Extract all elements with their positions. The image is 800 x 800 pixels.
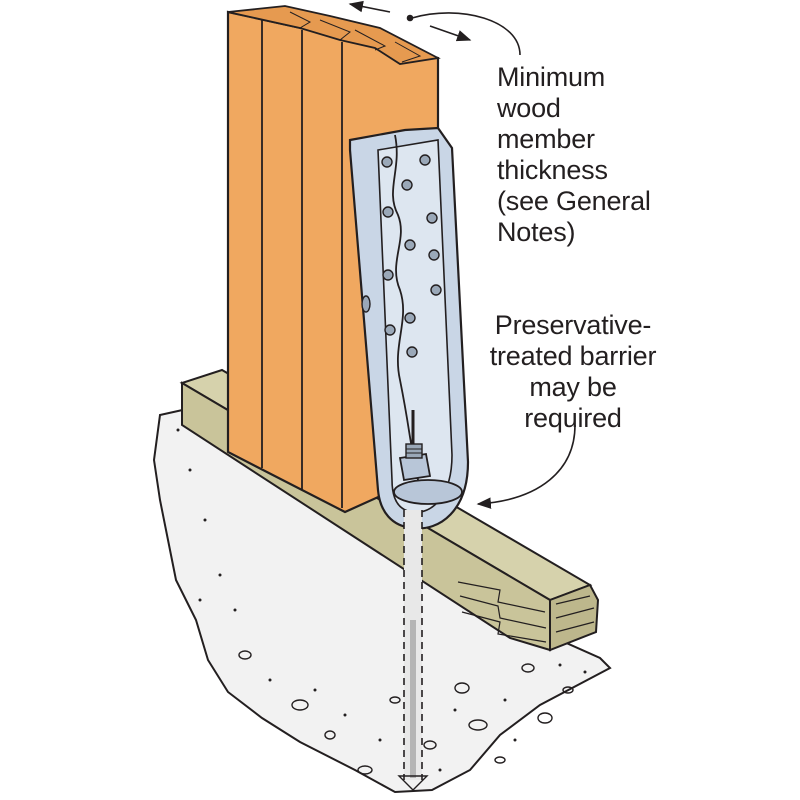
callout-line: wood (497, 93, 561, 123)
callout-line: Minimum (497, 62, 606, 92)
arrow-icon (429, 25, 472, 42)
callout-line: Preservative- (494, 310, 652, 340)
callout-line: Notes) (497, 217, 576, 247)
fastener-holes (361, 154, 442, 358)
callout-line: member (497, 124, 595, 154)
callout-preservative-barrier: Preservative- treated barrier may be req… (478, 310, 668, 434)
arrow-icon (476, 424, 576, 509)
nut-icon (398, 443, 432, 482)
post-ply-lines (261, 20, 343, 508)
callout-min-wood-thickness: Minimum wood member thickness (see Gener… (497, 62, 651, 248)
holdown-hardware (348, 126, 470, 530)
arrow-icon (348, 0, 391, 13)
callout-line: required (524, 403, 622, 433)
callout-line: thickness (497, 155, 608, 185)
callout-line: treated barrier (489, 341, 657, 371)
callout-line: (see General (497, 186, 651, 216)
post-top-grain (289, 11, 422, 63)
concrete-foundation (152, 403, 612, 794)
thickness-dimension (348, 0, 521, 56)
aggregate-stones (238, 650, 574, 775)
callout-line: may be (529, 372, 617, 402)
sill-plate-end-grain (457, 581, 595, 643)
concrete-speckles (176, 428, 587, 772)
